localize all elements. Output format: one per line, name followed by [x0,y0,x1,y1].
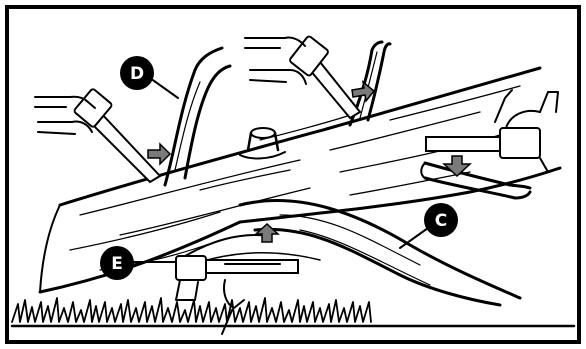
callout-c: C [424,203,458,237]
callout-e: E [100,246,134,280]
callout-c-label: C [435,211,447,231]
callout-e-label: E [111,254,123,274]
callout-d-label: D [130,64,144,84]
callout-d: D [120,56,154,90]
